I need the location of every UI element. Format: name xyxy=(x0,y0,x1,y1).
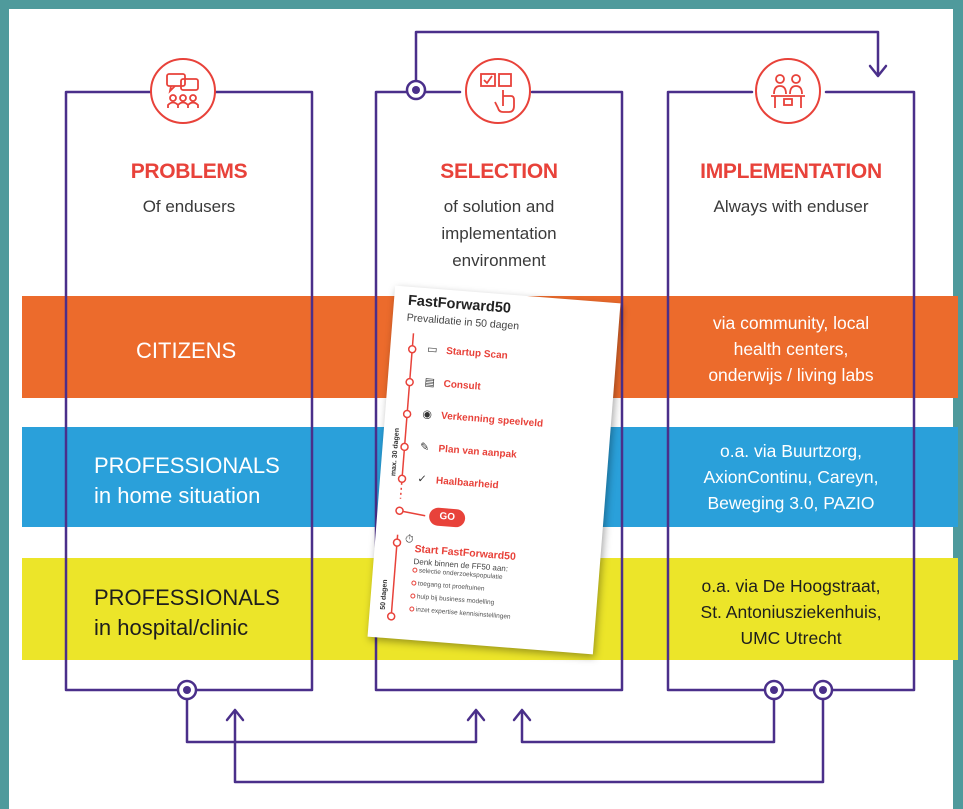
checklist-touch-icon xyxy=(465,58,531,124)
column-title-problems: PROBLEMS xyxy=(130,160,248,183)
speech-bubbles-people-icon xyxy=(150,58,216,124)
column-title-implementation: IMPLEMENTATION xyxy=(700,160,882,183)
row-label-citizens: CITIZENS xyxy=(136,336,236,366)
card-go-badge: GO xyxy=(428,507,466,528)
row-label-line: in hospital/clinic xyxy=(94,615,249,640)
check-icon: ✓ xyxy=(416,473,428,486)
laptop-icon: ▭ xyxy=(426,343,438,357)
row-detail-line: Beweging 3.0, PAZIO xyxy=(707,493,875,513)
row-detail-line: St. Antoniusziekenhuis, xyxy=(700,602,882,622)
column-subtitle-line: Always with enduser xyxy=(713,197,869,216)
row-detail-line: o.a. via Buurtzorg, xyxy=(719,441,863,461)
top-loop-line xyxy=(414,30,880,92)
column-subtitle-line: environment xyxy=(452,251,546,270)
column-selection-outline xyxy=(374,90,624,692)
eye-icon: ◉ xyxy=(421,408,433,421)
column-subtitle-problems: Of endusers xyxy=(69,193,309,220)
bottom-loop-implementation xyxy=(520,692,776,744)
top-loop-arrow xyxy=(868,64,888,78)
meeting-people-icon xyxy=(755,58,821,124)
edit-icon: ✎ xyxy=(419,441,430,454)
bottom-loop-outer-arrow xyxy=(225,708,245,722)
column-subtitle-selection: of solution and implementation environme… xyxy=(379,193,619,274)
row-label-line: CITIZENS xyxy=(136,338,237,363)
row-label-professionals-home: PROFESSIONALS in home situation xyxy=(94,451,280,511)
column-subtitle-line: implementation xyxy=(441,224,557,243)
bottom-loop-problems-arrow xyxy=(466,708,486,722)
column-subtitle-line: of solution and xyxy=(443,197,555,216)
row-detail-line: via community, local xyxy=(712,313,870,333)
row-label-professionals-hospital: PROFESSIONALS in hospital/clinic xyxy=(94,583,280,643)
row-detail-professionals-home: o.a. via Buurtzorg, AxionContinu, Careyn… xyxy=(646,438,936,516)
bottom-loop-problems xyxy=(185,692,478,744)
row-label-line: in home situation xyxy=(94,483,261,508)
row-detail-line: UMC Utrecht xyxy=(740,628,842,648)
card-timeline xyxy=(386,333,426,621)
row-detail-line: o.a. via De Hoogstraat, xyxy=(701,576,881,596)
bottom-loop-outer xyxy=(233,692,825,784)
column-subtitle-line: Of endusers xyxy=(142,197,236,216)
column-subtitle-implementation: Always with enduser xyxy=(671,193,911,220)
clipboard-icon: ▤ xyxy=(423,376,436,390)
row-label-line: PROFESSIONALS xyxy=(94,585,280,610)
row-detail-line: onderwijs / living labs xyxy=(708,365,874,385)
row-detail-professionals-hospital: o.a. via De Hoogstraat, St. Antoniusziek… xyxy=(646,573,936,651)
column-title-selection: SELECTION xyxy=(440,160,558,183)
row-detail-citizens: via community, local health centers, ond… xyxy=(646,310,936,388)
row-detail-line: AxionContinu, Careyn, xyxy=(703,467,879,487)
column-implementation-outline xyxy=(666,90,916,692)
row-label-line: PROFESSIONALS xyxy=(94,453,280,478)
fastforward50-card: FastForward50 Prevalidatie in 50 dagen xyxy=(367,285,621,655)
row-detail-line: health centers, xyxy=(733,339,849,359)
bottom-loop-implementation-arrow xyxy=(512,708,532,722)
